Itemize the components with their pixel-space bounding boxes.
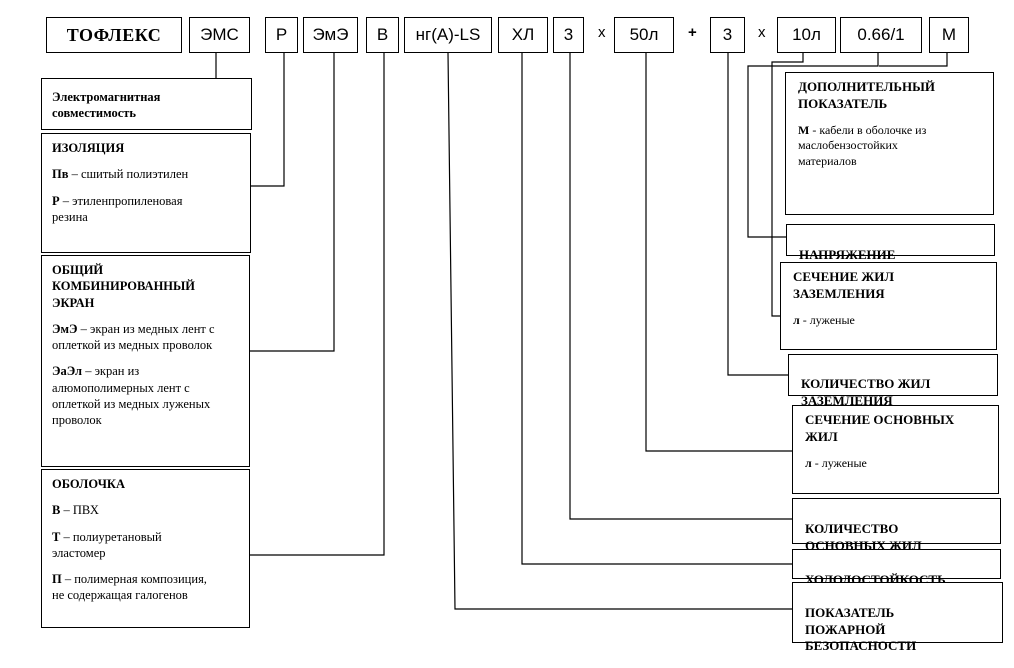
sheath-item-v: В – ПВХ — [52, 503, 99, 518]
emc-box: Электромагнитная совместимость — [41, 78, 252, 130]
earth-section-title: СЕЧЕНИЕ ЖИЛ ЗАЗЕМЛЕНИЯ — [793, 269, 895, 301]
connector-main-section — [645, 53, 792, 452]
fire-title: ПОКАЗАТЕЛЬ ПОЖАРНОЙ БЕЗОПАСНОСТИ — [805, 605, 917, 653]
sheath-item-t: Т – полиуретановый эластомер — [52, 529, 162, 560]
connector-sheath — [250, 53, 385, 556]
voltage-title: НАПРЯЖЕНИЕ — [799, 247, 896, 263]
connector-voltage — [747, 53, 879, 238]
sheath-item-p: П – полимерная композиция, не содержащая… — [52, 572, 207, 603]
connector-fire — [447, 52, 792, 610]
code-screen: ЭмЭ — [303, 17, 358, 53]
voltage-box: НАПРЯЖЕНИЕ — [786, 224, 995, 262]
main-count-title: КОЛИЧЕСТВО ОСНОВНЫХ ЖИЛ — [805, 521, 922, 553]
main-count-box: КОЛИЧЕСТВО ОСНОВНЫХ ЖИЛ — [792, 498, 1001, 553]
code-fire: нг(А)-LS — [404, 17, 492, 53]
code-sheath: В — [366, 17, 399, 53]
times-sign-2: x — [758, 24, 766, 41]
code-earth-section: 10л — [777, 17, 836, 53]
emc-title: Электромагнитная совместимость — [52, 90, 161, 121]
plus-sign: + — [688, 24, 697, 41]
connector-extra — [879, 53, 948, 67]
insulation-title: ИЗОЛЯЦИЯ — [52, 141, 125, 155]
code-emc: ЭМС — [189, 17, 250, 53]
main-section-item-l: л - луженые — [805, 455, 867, 470]
connector-insulation — [251, 53, 285, 187]
sheath-box: ОБОЛОЧКА В – ПВХ Т – полиуретановый элас… — [41, 469, 250, 628]
screen-box: ОБЩИЙ КОМБИНИРОВАННЫЙ ЭКРАН ЭмЭ – экран … — [41, 255, 250, 467]
screen-title: ОБЩИЙ КОМБИНИРОВАННЫЙ ЭКРАН — [52, 263, 196, 310]
connector-screen — [250, 53, 335, 352]
cold-box: ХОЛОДОСТОЙКОСТЬ — [792, 549, 1001, 587]
code-voltage: 0.66/1 — [840, 17, 922, 53]
code-brand: ТОФЛЕКС — [46, 17, 182, 53]
main-section-title: СЕЧЕНИЕ ОСНОВНЫХ ЖИЛ — [805, 412, 955, 444]
sheath-title: ОБОЛОЧКА — [52, 477, 125, 491]
insulation-item-r: Р – этиленпропиленовая резина — [52, 193, 183, 224]
fire-box: ПОКАЗАТЕЛЬ ПОЖАРНОЙ БЕЗОПАСНОСТИ — [792, 582, 1003, 653]
times-sign-1: x — [598, 24, 606, 41]
screen-item-eael: ЭаЭл – экран из алюмополимерных лент с о… — [52, 364, 211, 427]
insulation-item-pv: Пв – сшитый полиэтилен — [52, 167, 189, 182]
extra-title: ДОПОЛНИТЕЛЬНЫЙ ПОКАЗАТЕЛЬ — [798, 79, 935, 111]
connector-earth-section — [771, 53, 804, 317]
code-main-section: 50л — [614, 17, 674, 53]
code-insulation: Р — [265, 17, 298, 53]
earth-count-title: КОЛИЧЕСТВО ЖИЛ ЗАЗЕМЛЕНИЯ — [801, 376, 931, 408]
code-cold: ХЛ — [498, 17, 548, 53]
earth-section-item-l: л - луженые — [793, 312, 855, 327]
earth-section-box: СЕЧЕНИЕ ЖИЛ ЗАЗЕМЛЕНИЯ л - луженые — [780, 262, 997, 350]
connector-earth-count — [727, 53, 788, 376]
connector-main-count — [569, 53, 792, 520]
code-main-count: 3 — [553, 17, 584, 53]
connector-cold — [521, 53, 792, 565]
code-extra: М — [929, 17, 969, 53]
insulation-box: ИЗОЛЯЦИЯ Пв – сшитый полиэтилен Р – этил… — [41, 133, 251, 253]
earth-count-box: КОЛИЧЕСТВО ЖИЛ ЗАЗЕМЛЕНИЯ — [788, 354, 998, 408]
main-section-box: СЕЧЕНИЕ ОСНОВНЫХ ЖИЛ л - луженые — [792, 405, 999, 494]
screen-item-eme: ЭмЭ – экран из медных лент с оплеткой из… — [52, 321, 215, 352]
code-earth-count: 3 — [710, 17, 745, 53]
extra-item-m: М - кабели в оболочке из маслобензостойк… — [798, 122, 927, 168]
extra-box: ДОПОЛНИТЕЛЬНЫЙ ПОКАЗАТЕЛЬ М - кабели в о… — [785, 72, 994, 215]
